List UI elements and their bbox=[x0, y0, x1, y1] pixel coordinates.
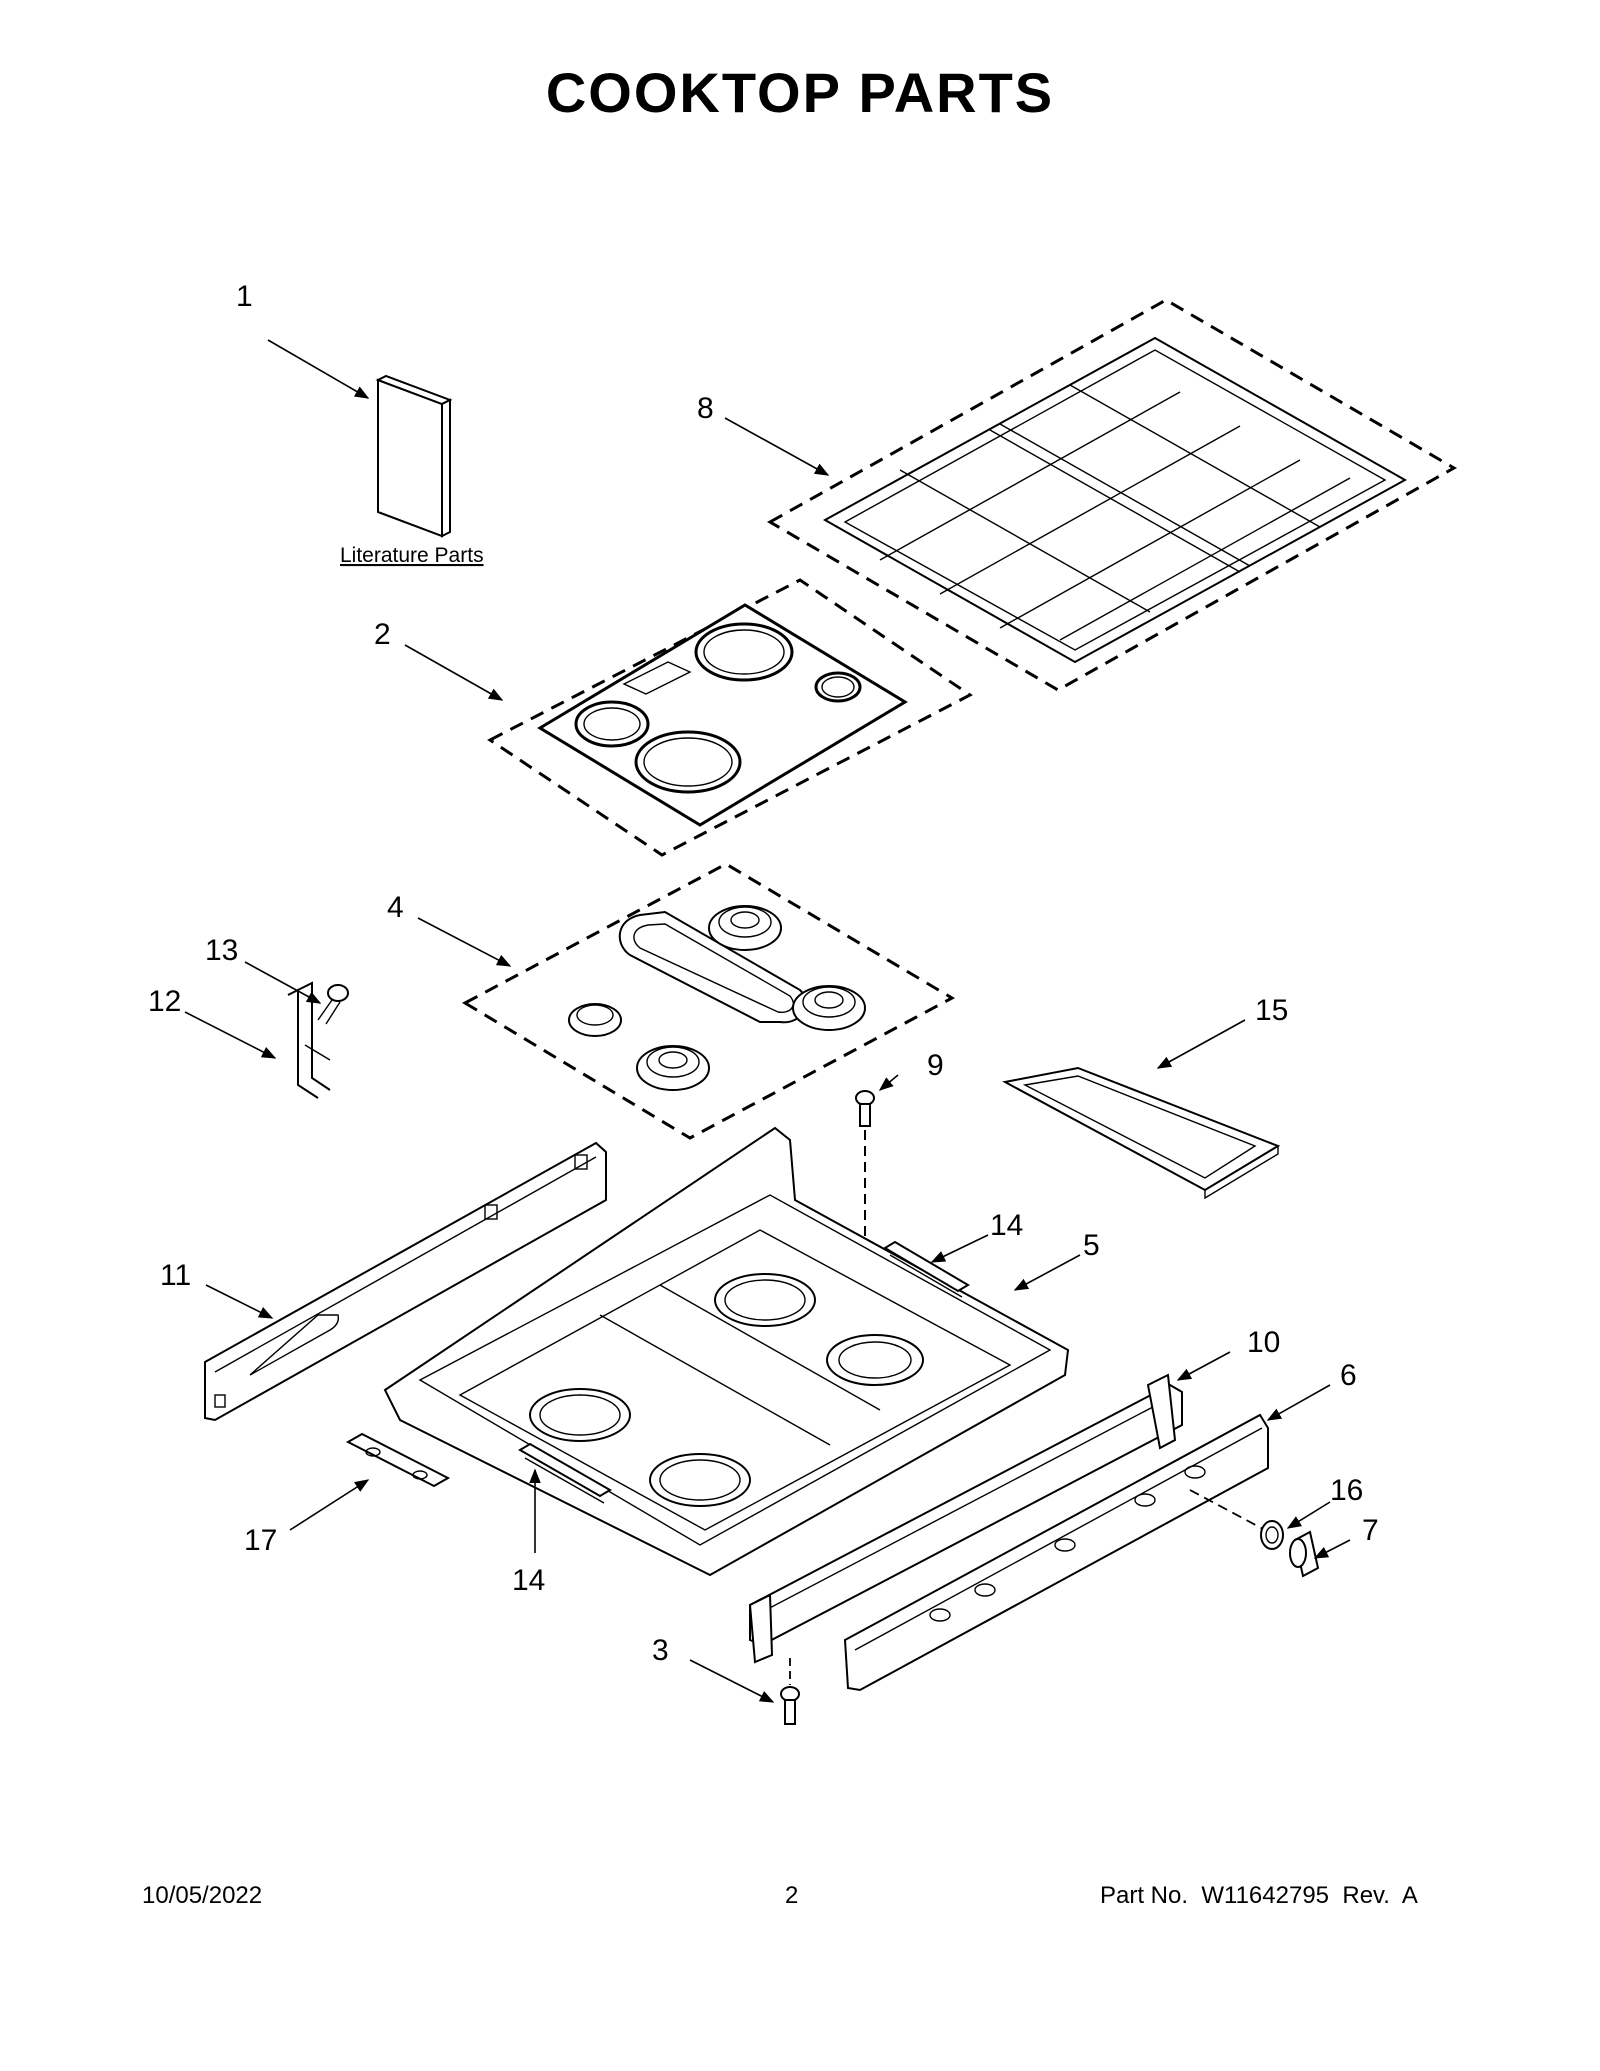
burner-front-left bbox=[568, 1003, 622, 1037]
callout-10: 10 bbox=[1247, 1326, 1280, 1359]
burner-set-part bbox=[461, 862, 956, 1140]
literature-parts-label: Literature Parts bbox=[340, 544, 484, 567]
callout-12: 12 bbox=[148, 985, 181, 1018]
griddle-part bbox=[1002, 1066, 1281, 1200]
igniter-bracket-part bbox=[287, 981, 331, 1099]
trim-clip-front-part bbox=[518, 1442, 612, 1504]
callout-13: 13 bbox=[205, 934, 238, 967]
callout-3: 3 bbox=[652, 1634, 669, 1667]
rear-bracket-part bbox=[204, 1141, 607, 1422]
callout-17: 17 bbox=[244, 1524, 277, 1557]
igniter-screw-part bbox=[317, 984, 349, 1025]
footer-page-number: 2 bbox=[785, 1882, 799, 1909]
footer-date: 10/05/2022 bbox=[142, 1882, 263, 1909]
knob-bezel-part bbox=[1260, 1520, 1284, 1550]
callout-16: 16 bbox=[1330, 1474, 1363, 1507]
page-title: COOKTOP PARTS bbox=[545, 61, 1055, 124]
burner-front-right bbox=[636, 1045, 710, 1091]
control-knob-part bbox=[1289, 1530, 1320, 1578]
control-panel-part bbox=[843, 1413, 1269, 1692]
callout-9: 9 bbox=[927, 1049, 944, 1082]
plate-part-17 bbox=[345, 1432, 451, 1488]
grate-assembly-part bbox=[766, 298, 1458, 692]
callout-1: 1 bbox=[236, 280, 253, 313]
callout-15: 15 bbox=[1255, 994, 1288, 1027]
callout-11: 11 bbox=[160, 1259, 191, 1292]
callout-numbers: 1 8 2 4 13 12 9 15 14 5 11 10 6 16 7 17 … bbox=[148, 280, 1379, 1667]
cooktop-glass-part bbox=[487, 578, 973, 857]
screw-part-3 bbox=[780, 1658, 800, 1725]
burner-rear-left bbox=[708, 905, 782, 951]
callout-14-rear: 14 bbox=[990, 1209, 1023, 1242]
callout-4: 4 bbox=[387, 891, 404, 924]
trim-clip-rear-part bbox=[883, 1240, 970, 1298]
burner-rear-right bbox=[792, 985, 866, 1031]
callout-7: 7 bbox=[1362, 1514, 1379, 1547]
literature-booklet-part bbox=[375, 374, 453, 538]
callout-14-front: 14 bbox=[512, 1564, 545, 1597]
callout-5: 5 bbox=[1083, 1229, 1100, 1262]
callout-6: 6 bbox=[1340, 1359, 1357, 1392]
footer-part-number: Part No. W11642795 Rev. A bbox=[1100, 1882, 1418, 1909]
manifold-bracket-part bbox=[748, 1373, 1183, 1664]
leader-lines bbox=[184, 339, 1351, 1703]
callout-8: 8 bbox=[697, 392, 714, 425]
callout-2: 2 bbox=[374, 618, 391, 651]
